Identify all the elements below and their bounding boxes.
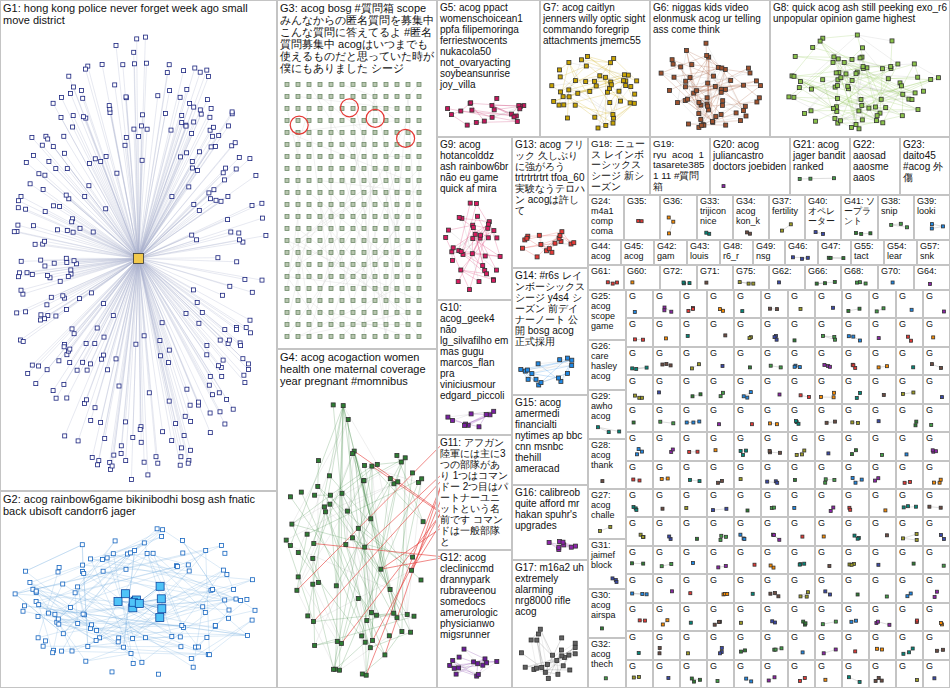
network-graph: G1: hong kong police never forget week a… xyxy=(0,0,950,688)
